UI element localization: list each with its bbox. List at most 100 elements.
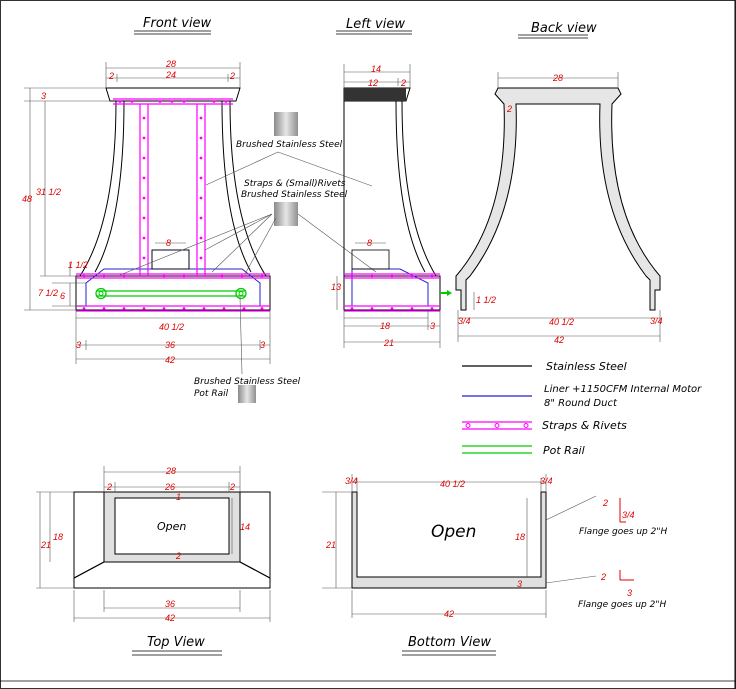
left-liner <box>351 268 429 307</box>
front-dim-liner: 8 <box>166 238 171 248</box>
left-band <box>343 275 441 311</box>
top-dim-outer: 28 <box>165 466 176 476</box>
back-view-title: Back view <box>531 21 597 36</box>
flange-label-2: Flange goes up 2"H <box>578 600 666 610</box>
top-dim-side-right: 14 <box>240 522 250 532</box>
left-dim-band: 13 <box>331 282 341 292</box>
flange-label-1: Flange goes up 2"H <box>579 527 667 537</box>
top-dim-right: 2 <box>229 482 235 492</box>
back-dim-band: 1 1/2 <box>476 295 496 305</box>
bottom-dim-total: 42 <box>444 609 454 619</box>
svg-text:3: 3 <box>627 588 632 598</box>
legend-liner-1: Liner +1150CFM Internal Motor <box>544 384 702 395</box>
front-view: 28 24 2 2 3 48 31 1/2 8 1 1/2 7 1/2 6 40… <box>22 59 271 365</box>
svg-text:2: 2 <box>600 572 606 582</box>
left-straps <box>344 273 440 312</box>
bottom-view-title: Bottom View <box>408 635 491 650</box>
front-band <box>75 275 271 311</box>
back-dim-left-flange: 3/4 <box>458 316 471 326</box>
bottom-view: Open 3/4 40 1/2 3/4 21 18 3 42 2 3/4 Fla <box>322 474 667 619</box>
front-dim-height-body: 31 1/2 <box>36 187 61 197</box>
front-dim-height-total: 48 <box>22 194 32 204</box>
left-collar <box>344 88 406 101</box>
front-dim-lines <box>24 62 271 364</box>
bottom-dim-bottom: 3 <box>517 579 522 589</box>
svg-text:3/4: 3/4 <box>622 510 635 520</box>
back-dim-right-flange: 3/4 <box>650 316 663 326</box>
front-dim-top-width: 28 <box>165 59 176 69</box>
back-view: 28 2 1 1/2 3/4 40 1/2 3/4 42 <box>455 72 663 345</box>
view-titles: Front view Left view Back view Top View … <box>132 16 597 656</box>
bottom-dim-right: 3/4 <box>540 476 553 486</box>
top-dim-bottom-mid: 36 <box>165 599 175 609</box>
front-dim-band-c: 6 <box>60 291 65 301</box>
callout-brushed-ss: Brushed Stainless Steel <box>236 140 343 150</box>
front-view-title: Front view <box>143 16 212 31</box>
back-dim-mid: 40 1/2 <box>549 317 574 327</box>
legend-liner-2: 8" Round Duct <box>544 398 618 409</box>
left-curve <box>401 100 437 277</box>
front-dim-side-right: 2 <box>229 71 235 81</box>
flange-detail-2: 2 3 <box>600 570 634 598</box>
svg-text:2: 2 <box>602 498 608 508</box>
front-right-curve <box>229 100 267 277</box>
back-outline <box>455 87 661 311</box>
legend-pot-rail: Pot Rail <box>543 444 585 457</box>
front-dim-band-a: 1 1/2 <box>68 260 88 270</box>
legend-pot-rail-swatch <box>462 445 532 454</box>
left-dim-side: 2 <box>400 78 406 88</box>
left-dim-bottom-right: 3 <box>430 321 435 331</box>
front-dim-inner-width: 24 <box>165 70 176 80</box>
front-dim-top-band: 3 <box>41 91 46 101</box>
top-view-title: Top View <box>147 635 205 650</box>
flange-detail-1: 2 3/4 <box>602 498 635 523</box>
front-pot-rail <box>95 287 247 300</box>
bottom-dim-mid: 40 1/2 <box>440 479 465 489</box>
front-dim-band-b: 7 1/2 <box>38 288 58 298</box>
left-dim-liner: 8 <box>367 238 372 248</box>
left-view: 14 12 2 8 13 18 3 21 <box>331 64 452 348</box>
front-dim-bottom-right: 3 <box>260 340 265 350</box>
front-collar <box>105 87 241 102</box>
brushed-swatch-1 <box>274 112 298 136</box>
front-rivets <box>82 100 264 310</box>
top-dim-bottom-total: 42 <box>165 613 175 623</box>
callout-pot-rail-2: Pot Rail <box>194 389 229 399</box>
left-dim-inner-depth: 12 <box>368 78 378 88</box>
top-view: Open 28 2 26 2 1 2 14 21 18 36 42 <box>36 466 271 623</box>
brushed-swatch-3 <box>238 385 256 403</box>
legend-straps: Straps & Rivets <box>542 419 627 432</box>
left-dim-bottom-mid: 18 <box>380 321 390 331</box>
front-dim-side-left: 2 <box>108 71 114 81</box>
left-view-title: Left view <box>346 17 405 32</box>
left-dim-bottom-total: 21 <box>383 338 394 348</box>
callouts: Brushed Stainless Steel Straps & (Small)… <box>119 112 377 403</box>
back-dim-total: 42 <box>554 335 564 345</box>
bottom-dim-depth-inner: 18 <box>515 532 525 542</box>
legend-stainless: Stainless Steel <box>546 360 627 373</box>
front-dim-rail-width: 40 1/2 <box>159 322 184 332</box>
brushed-swatch-2 <box>274 202 298 226</box>
top-opening <box>114 497 230 555</box>
front-straps <box>76 98 270 312</box>
front-left-curve <box>79 100 117 277</box>
legend: Stainless Steel Liner +1150CFM Internal … <box>462 360 702 457</box>
callout-pot-rail-1: Brushed Stainless Steel <box>194 377 301 387</box>
front-dim-bottom-mid: 36 <box>165 340 175 350</box>
callout-straps-1: Straps & (Small)Rivets <box>244 179 346 189</box>
front-duct <box>151 249 190 270</box>
bottom-dim-depth-total: 21 <box>325 540 336 550</box>
top-dim-depth-total: 21 <box>40 540 51 550</box>
bottom-open-label: Open <box>431 522 476 542</box>
top-open-label: Open <box>157 520 186 533</box>
back-dim-top: 28 <box>552 73 563 83</box>
top-dim-bottom-wall: 2 <box>175 551 181 561</box>
back-dim-wall: 2 <box>506 104 512 114</box>
front-dim-bottom-total: 42 <box>165 355 175 365</box>
left-dim-top-depth: 14 <box>371 64 381 74</box>
front-dim-bottom-left: 3 <box>76 340 81 350</box>
legend-straps-swatch <box>462 421 532 430</box>
top-dim-left: 2 <box>106 482 112 492</box>
